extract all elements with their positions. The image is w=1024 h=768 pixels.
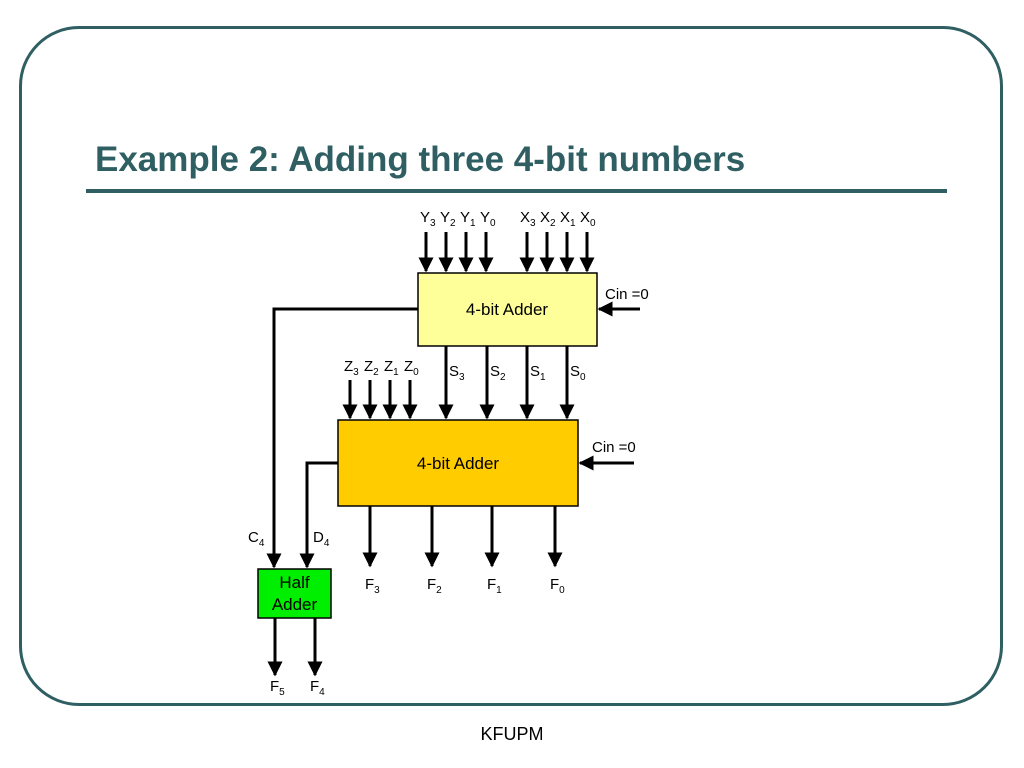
input-label-y1: Y1 (460, 209, 476, 229)
input-label-x0: X0 (580, 209, 596, 229)
input-label-x3: X3 (520, 209, 536, 229)
top-adder-block (417, 272, 598, 347)
bottom-adder-label: 4-bit Adder (417, 454, 500, 473)
carry-c4-wire (266, 307, 418, 569)
bottom-adder-block (337, 419, 579, 507)
slide-title: Example 2: Adding three 4-bit numbers (95, 140, 746, 179)
top-adder-cin-label: Cin =0 (605, 286, 649, 303)
input-label-x1: X1 (560, 209, 576, 229)
output-label-f5: F5 (270, 678, 285, 698)
top-adder-label: 4-bit Adder (466, 300, 549, 319)
sum-label-s0: S0 (570, 363, 586, 383)
half-adder-label-line2: Adder (272, 595, 318, 614)
output-label-f3: F3 (365, 576, 380, 596)
half-adder-label-line1: Half (279, 573, 310, 592)
output-label-f1: F1 (487, 576, 502, 596)
slide-frame (19, 26, 1003, 706)
input-label-z0: Z0 (404, 358, 419, 378)
sum-label-s3: S3 (449, 363, 465, 383)
carry-d4-wire (299, 461, 338, 569)
half-adder-block (257, 568, 332, 619)
bottom-adder-cin-label: Cin =0 (592, 439, 636, 456)
wires (266, 232, 640, 677)
input-label-y2: Y2 (440, 209, 456, 229)
sum-label-s2: S2 (490, 363, 506, 383)
title-underline (86, 189, 947, 193)
input-label-z3: Z3 (344, 358, 359, 378)
input-label-z2: Z2 (364, 358, 379, 378)
input-label-y0: Y0 (480, 209, 496, 229)
input-label-x2: X2 (540, 209, 556, 229)
carry-label-d4: D4 (313, 529, 330, 549)
input-label-y3: Y3 (420, 209, 436, 229)
input-label-z1: Z1 (384, 358, 399, 378)
output-label-f0: F0 (550, 576, 565, 596)
slide-footer: KFUPM (480, 724, 544, 744)
output-label-f2: F2 (427, 576, 442, 596)
carry-label-c4: C4 (248, 529, 265, 549)
output-label-f4: F4 (310, 678, 325, 698)
sum-label-s1: S1 (530, 363, 546, 383)
